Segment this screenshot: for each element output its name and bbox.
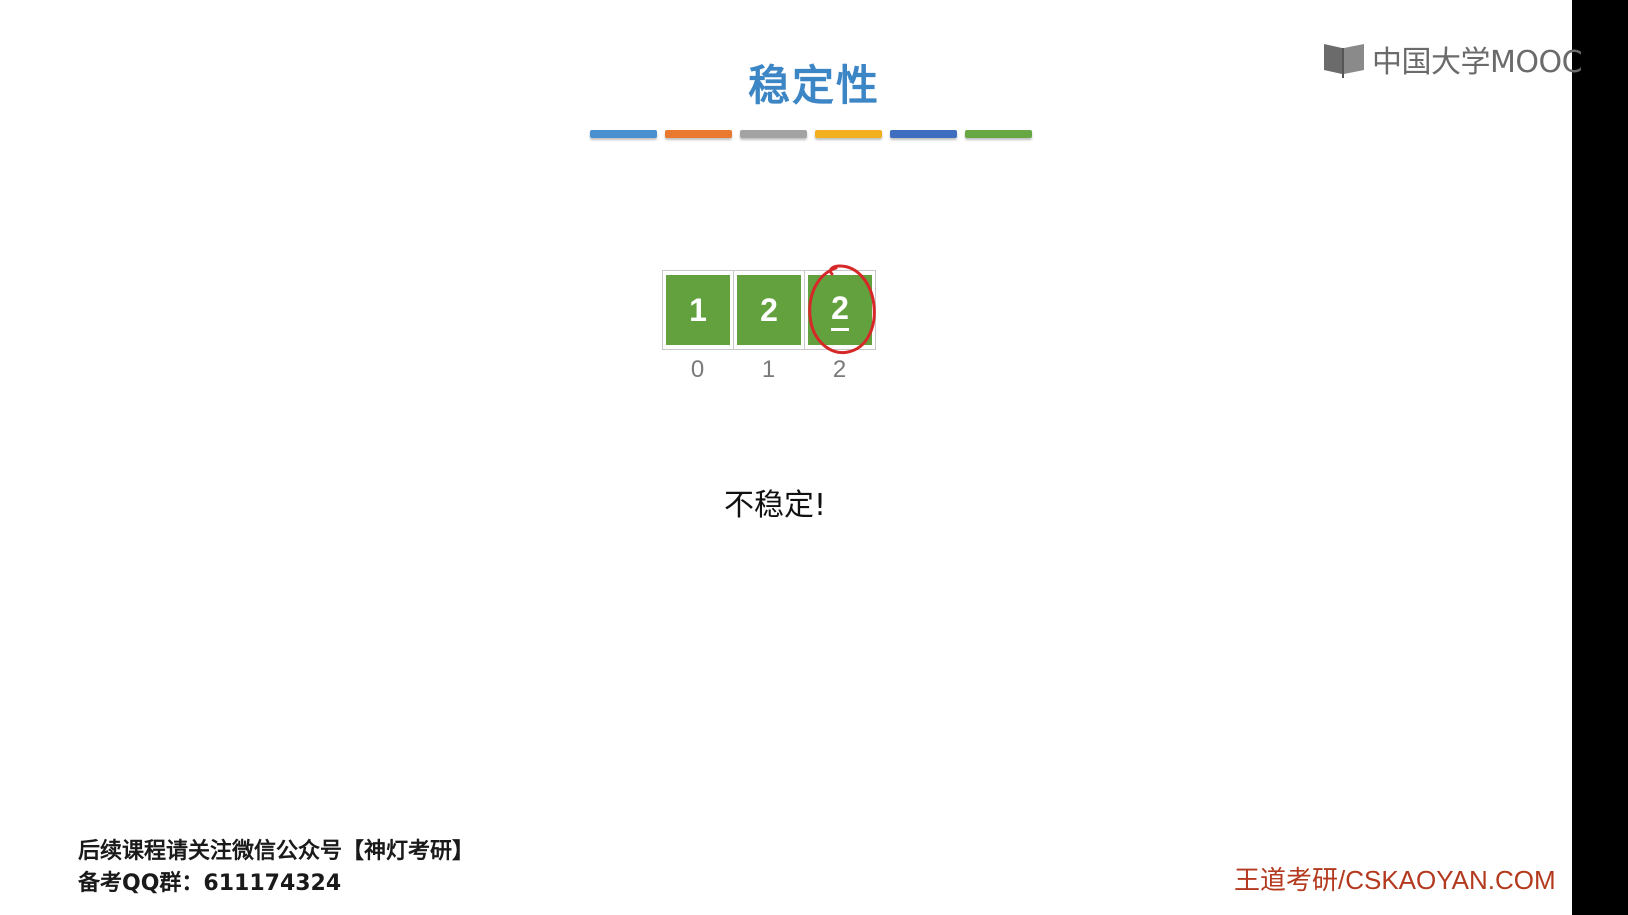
array-cell: 2: [733, 270, 805, 350]
array-cell: 1: [662, 270, 734, 350]
array-index: 0: [690, 356, 705, 383]
color-bar-segment: [590, 130, 657, 138]
right-edge-bar: [1572, 0, 1628, 915]
array-cell-value: 2: [808, 275, 872, 345]
array-cell-label: 2: [831, 290, 849, 331]
color-bar-segment: [815, 130, 882, 138]
array-index: 1: [761, 356, 776, 383]
wechat-notice: 后续课程请关注微信公众号【神灯考研】: [78, 839, 475, 864]
array-row: 1 2 2: [662, 270, 876, 350]
unstable-note: 不稳定!: [724, 488, 827, 523]
array-cell-value: 1: [666, 275, 730, 345]
array-cell: 2: [804, 270, 876, 350]
color-bar-segment: [890, 130, 957, 138]
book-icon: [1324, 44, 1364, 78]
index-row: 0 1 2: [662, 356, 875, 384]
array-index: 2: [832, 356, 847, 383]
logo-text: 中国大学MOOC: [1372, 45, 1583, 80]
color-bar-segment: [665, 130, 732, 138]
footer-info: 后续课程请关注微信公众号【神灯考研】 备考QQ群：611174324: [78, 836, 474, 900]
qq-group: 备考QQ群：611174324: [78, 871, 342, 896]
mooc-logo: 中国大学MOOC: [1322, 36, 1583, 82]
color-bar-segment: [965, 130, 1032, 138]
slide-title: 稳定性: [747, 61, 880, 110]
array-cell-label: 1: [689, 291, 707, 328]
array-cell-label: 2: [760, 291, 778, 328]
array-cell-value: 2: [737, 275, 801, 345]
site-url: 王道考研/CSKAOYAN.COM: [1234, 865, 1556, 895]
title-color-bar: [590, 130, 1032, 138]
color-bar-segment: [740, 130, 807, 138]
